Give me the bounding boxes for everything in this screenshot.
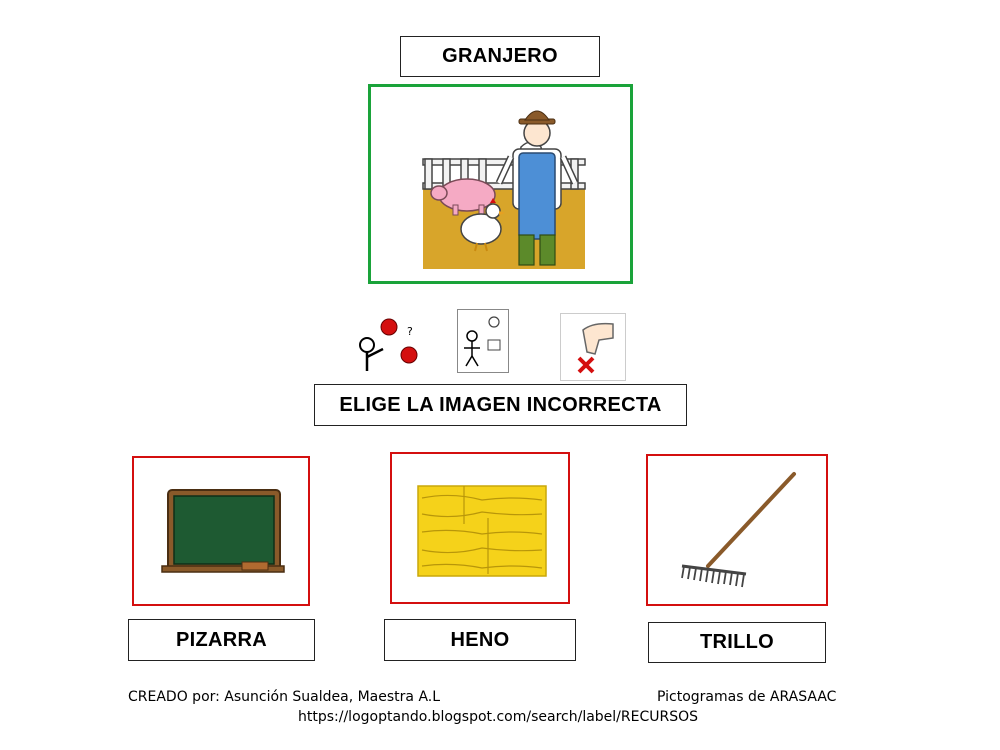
footer-pictograms: Pictogramas de ARASAAC xyxy=(657,689,837,705)
picture-card-icon-box xyxy=(457,309,509,373)
footer-credit: CREADO por: Asunción Sualdea, Maestra A.… xyxy=(128,689,441,705)
incorrect-icon-box xyxy=(560,313,626,381)
title-label: GRANJERO xyxy=(400,36,600,77)
farmer-icon xyxy=(422,110,586,269)
option-label-pizarra: PIZARRA xyxy=(128,619,315,661)
option-card-heno[interactable] xyxy=(390,452,570,604)
picture-card-icon xyxy=(464,316,501,367)
main-picture-card xyxy=(368,84,633,284)
choose-icon-box: ? xyxy=(355,315,427,375)
option-label-trillo: TRILLO xyxy=(648,622,826,663)
chalkboard-icon xyxy=(161,489,285,573)
incorrect-icon xyxy=(577,322,614,374)
choose-icon: ? xyxy=(359,318,418,371)
option-card-pizarra[interactable] xyxy=(132,456,310,606)
instruction-label: ELIGE LA IMAGEN INCORRECTA xyxy=(314,384,687,426)
footer-url[interactable]: https://logoptando.blogspot.com/search/l… xyxy=(298,709,699,725)
option-card-trillo[interactable] xyxy=(646,454,828,606)
rake-icon xyxy=(681,472,796,588)
option-label-heno: HENO xyxy=(384,619,576,661)
svg-text:?: ? xyxy=(407,325,413,338)
hay-bale-icon xyxy=(417,485,547,577)
